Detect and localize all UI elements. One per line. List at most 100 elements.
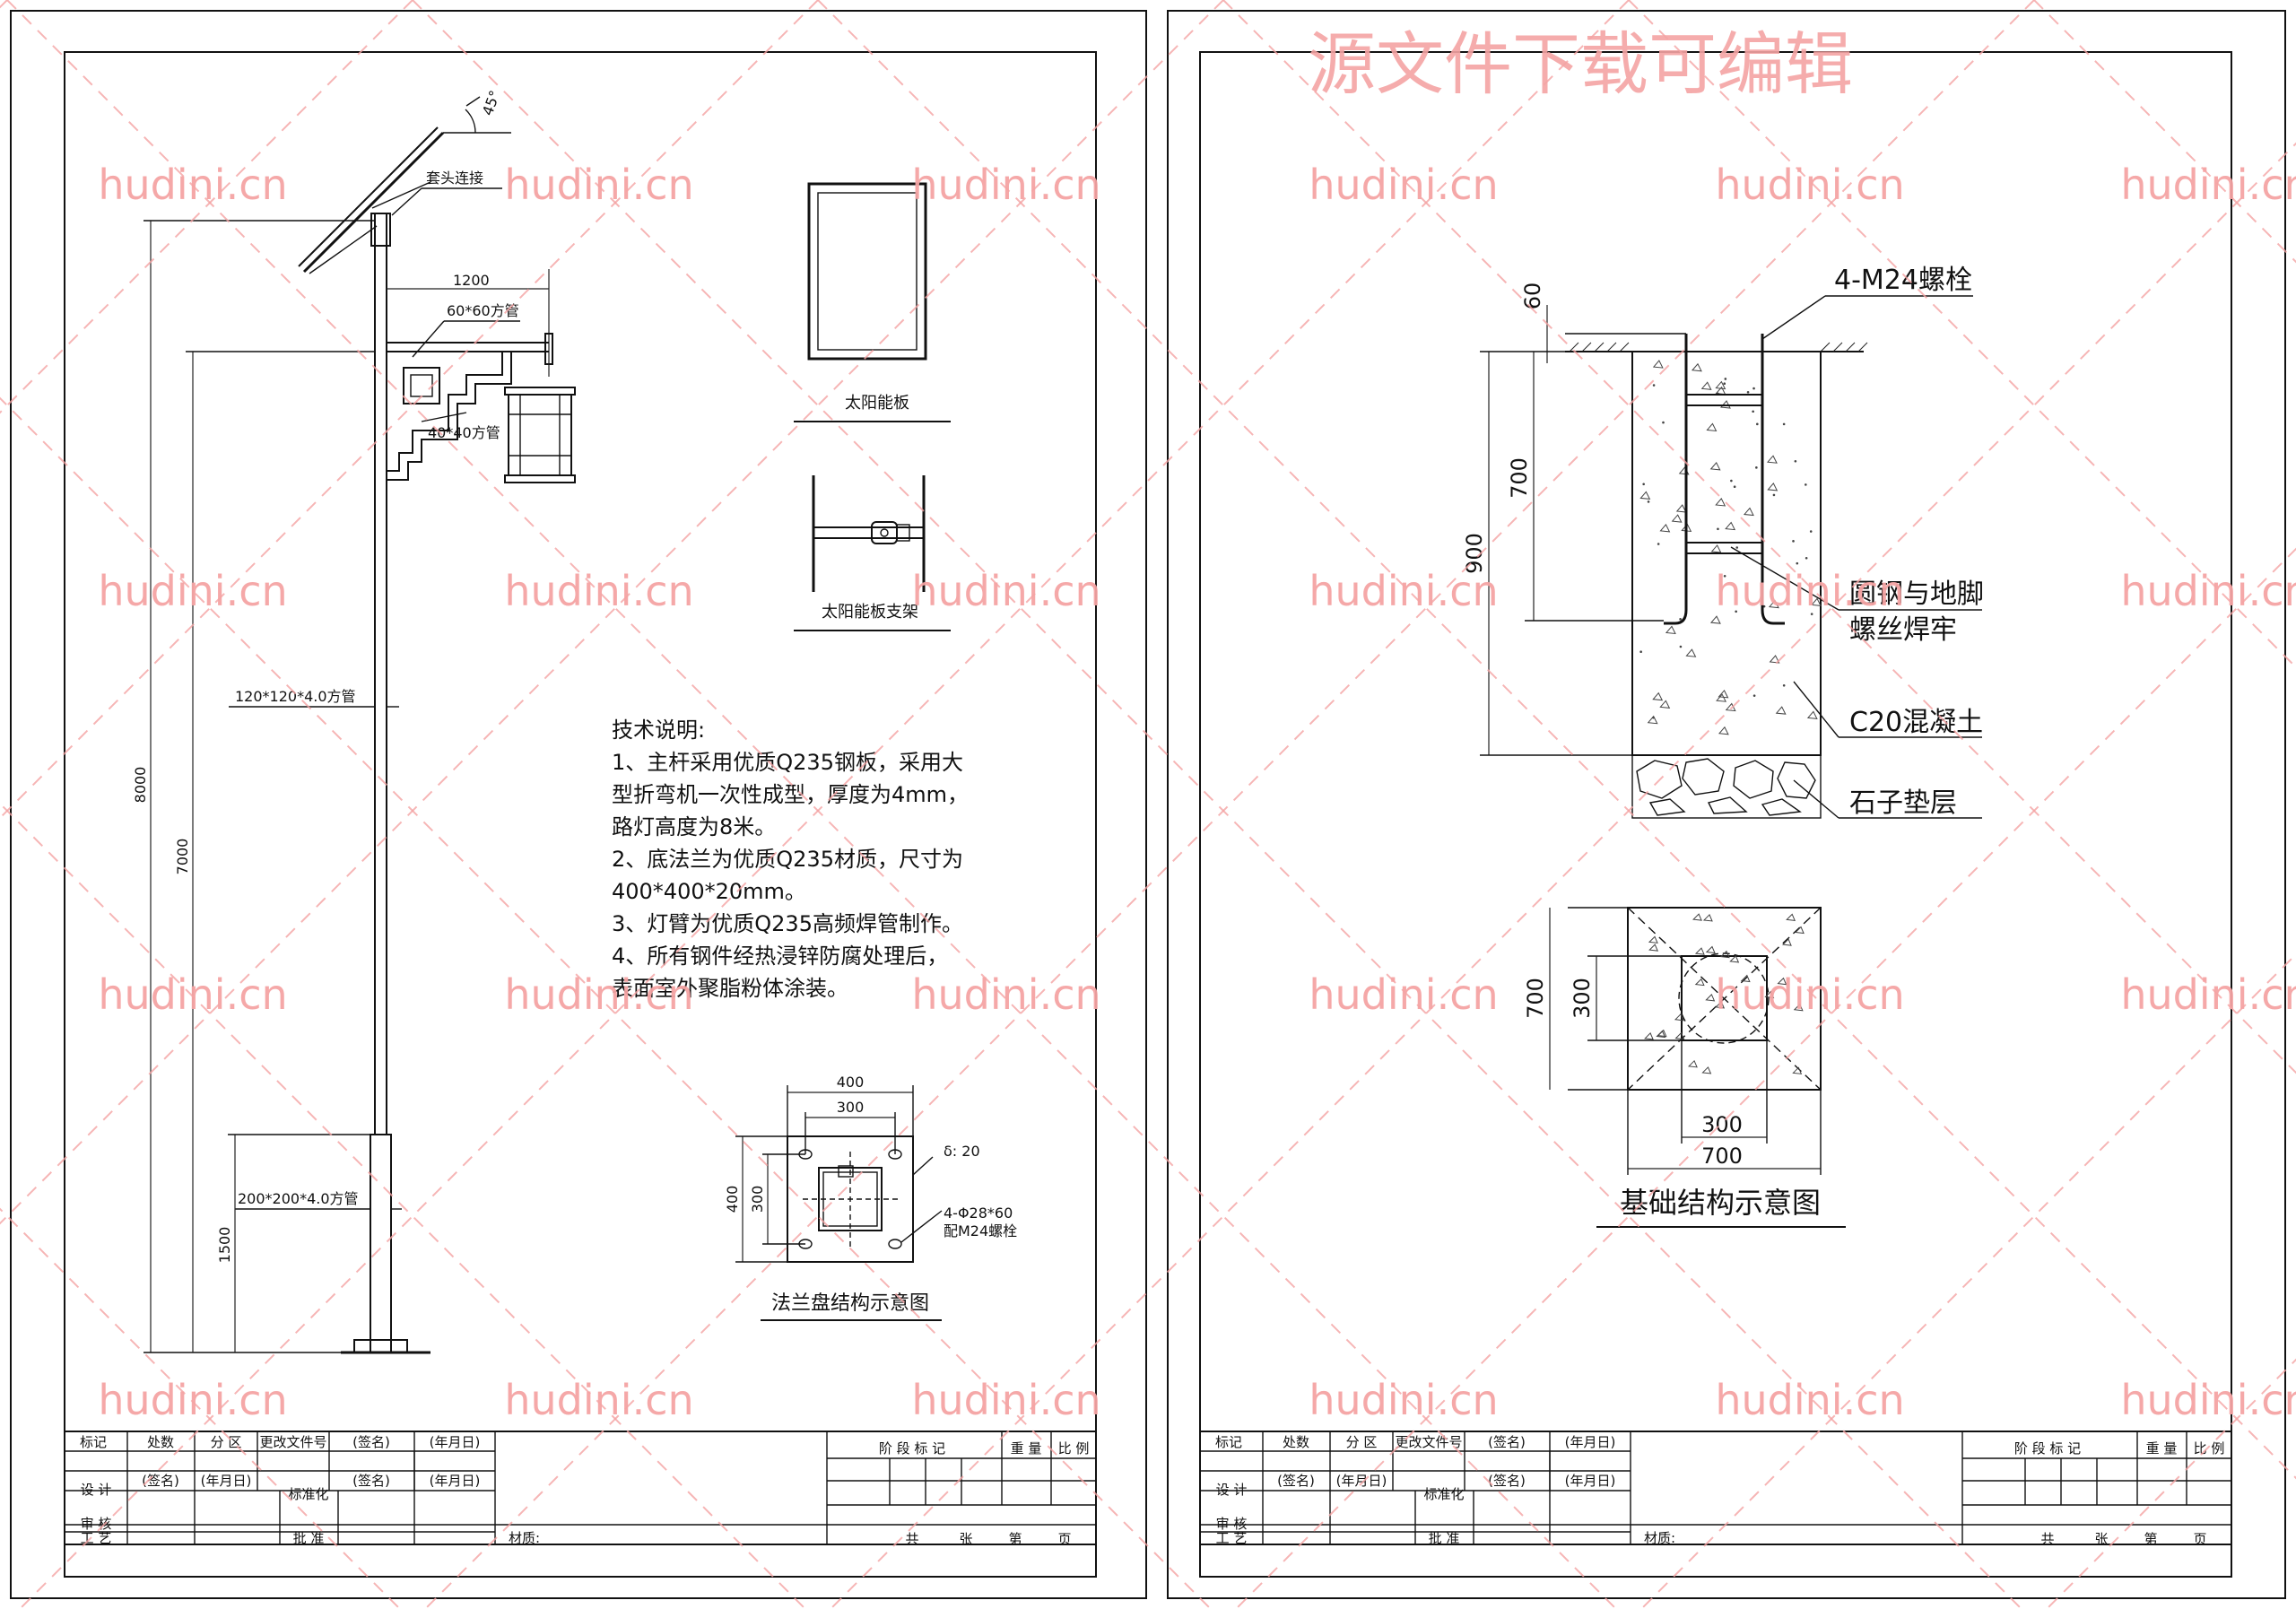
angle-label: 45°: [479, 88, 504, 117]
watermark-site-text: hudini.cn: [1309, 1376, 1498, 1424]
tb-approve: 批 准: [293, 1530, 325, 1546]
flange-detail: 400 300 400 300 δ: 20 4-Φ28*60 配M24螺栓 法兰…: [724, 1074, 1017, 1321]
solar-panel-label: 太阳能板: [845, 394, 909, 413]
dim-total-height: 8000: [132, 767, 149, 804]
tb-standard-date: (年月日): [430, 1473, 481, 1489]
tb-design: 设 计: [1216, 1482, 1248, 1498]
watermark-site-text: hudini.cn: [504, 567, 693, 615]
weld-label-2: 螺丝焊牢: [1849, 614, 1957, 646]
flange-title: 法兰盘结构示意图: [771, 1292, 929, 1315]
plan-outer-width: 700: [1701, 1144, 1743, 1169]
base-tube-label: 200*200*4.0方管: [238, 1190, 359, 1207]
watermark-site-text: hudini.cn: [911, 161, 1100, 209]
arm-length-dim: 1200: [453, 272, 490, 289]
tb-standard: 标准化: [288, 1486, 328, 1502]
tb-material: 材质:: [1644, 1530, 1675, 1546]
watermark-title: 源文件下载可编辑: [1308, 24, 1853, 104]
tb-design: 设 计: [81, 1482, 112, 1498]
tb-sign: (签名): [352, 1434, 390, 1450]
watermark-site-text: hudini.cn: [911, 1376, 1100, 1424]
tb-mark: 标记: [80, 1434, 107, 1450]
tech-note-line: 表面室外聚脂粉体涂装。: [612, 976, 848, 1001]
tb-sheet: 张: [2094, 1531, 2108, 1547]
pole-elevation: 45° 套头连接 1200 60*60方管 40*40方管: [132, 88, 576, 1354]
watermark-site-text: hudini.cn: [1715, 567, 1904, 615]
tb-doc-no: 更改文件号: [259, 1434, 326, 1450]
tb-page: 页: [2193, 1531, 2206, 1547]
tb-sheet: 张: [959, 1531, 972, 1547]
watermark-site-text: hudini.cn: [1715, 970, 1904, 1019]
flange-outer-width: 400: [837, 1074, 865, 1091]
tech-notes-heading: 技术说明:: [612, 718, 705, 743]
title-block-right: 标记处数分 区更改文件号(签名)(年月日)设 计(签名)(年月日)标准化(签名)…: [1199, 1431, 2231, 1547]
tb-material: 材质:: [509, 1530, 540, 1546]
tb-craft: 工 艺: [1216, 1530, 1248, 1546]
watermark-site-text: hudini.cn: [1309, 970, 1498, 1019]
watermark-site-text: hudini.cn: [2120, 1376, 2296, 1424]
tb-total: 共: [905, 1531, 918, 1547]
tb-review: 审 核: [81, 1516, 112, 1532]
tb-weight: 重 量: [1011, 1440, 1042, 1457]
watermark-site-text: hudini.cn: [504, 1376, 693, 1424]
watermark-site-text: hudini.cn: [98, 567, 287, 615]
tb-page: 页: [1057, 1531, 1071, 1547]
foundation-title: 基础结构示意图: [1620, 1186, 1821, 1220]
tb-scale: 比 例: [2194, 1440, 2225, 1457]
flange-holes: 4-Φ28*60: [944, 1205, 1013, 1222]
tb-zone: 分 区: [1346, 1434, 1378, 1450]
concrete-label: C20混凝土: [1849, 707, 1983, 738]
tb-design-date: (年月日): [1336, 1473, 1387, 1489]
tb-standard-sign: (签名): [1488, 1473, 1526, 1489]
tb-count: 处数: [1283, 1434, 1309, 1450]
tb-review: 审 核: [1216, 1516, 1248, 1532]
gravel-layer: [1636, 758, 1816, 816]
watermark-site-text: hudini.cn: [2120, 567, 2296, 615]
flange-inner-height: 300: [749, 1186, 766, 1213]
tech-note-line: 型折弯机一次性成型，厚度为4mm，: [612, 782, 969, 807]
tb-weight: 重 量: [2146, 1440, 2178, 1457]
tech-note-line: 1、主杆采用优质Q235钢板，采用大: [612, 750, 963, 775]
panel-bracket-detail: 太阳能板支架: [794, 475, 951, 631]
dim-bolt-depth: 700: [1507, 457, 1532, 499]
watermark-texts: hudini.cn hudini.cn hudini.cn hudini.cn hudi…: [98, 161, 2296, 1424]
watermark-site-text: hudini.cn: [2120, 161, 2296, 209]
tb-craft: 工 艺: [81, 1530, 112, 1546]
sheet-borders: [10, 10, 2286, 1599]
flange-thickness: δ: 20: [944, 1143, 980, 1160]
upper-tube-label: 60*60方管: [447, 302, 519, 319]
watermark-site-text: hudini.cn: [2120, 970, 2296, 1019]
tb-approve: 批 准: [1429, 1530, 1460, 1546]
dim-base-height: 1500: [216, 1227, 233, 1264]
tech-notes: 技术说明: 1、主杆采用优质Q235钢板，采用大 型折弯机一次性成型，厚度为4m…: [612, 718, 969, 1001]
tech-note-line: 3、灯臂为优质Q235高频焊管制作。: [612, 911, 963, 936]
watermark-site-text: hudini.cn: [98, 1376, 287, 1424]
plan-outer-height: 700: [1523, 978, 1548, 1019]
title-block-left: 标记处数分 区更改文件号(签名)(年月日)设 计(签名)(年月日)标准化(签名)…: [64, 1431, 1096, 1547]
watermark-site-text: hudini.cn: [911, 567, 1100, 615]
tb-standard-sign: (签名): [352, 1473, 390, 1489]
tb-count: 处数: [147, 1434, 174, 1450]
tb-design-sign: (签名): [1277, 1473, 1315, 1489]
plan-inner-height: 300: [1570, 978, 1595, 1019]
tb-page-no: 第: [2144, 1531, 2157, 1547]
main-tube-label: 120*120*4.0方管: [235, 688, 356, 705]
solar-panel-detail: 太阳能板: [794, 182, 951, 422]
tech-note-line: 4、所有钢件经热浸锌防腐处理后，: [612, 944, 948, 969]
flange-bolt-note: 配M24螺栓: [944, 1222, 1017, 1239]
watermark-site-text: hudini.cn: [911, 970, 1100, 1019]
tb-mark: 标记: [1215, 1434, 1242, 1450]
watermark-site-text: hudini.cn: [1715, 161, 1904, 209]
bolt-label: 4-M24螺栓: [1834, 265, 1972, 296]
dim-lamp-height: 7000: [174, 839, 191, 875]
watermark-site-text: hudini.cn: [504, 970, 693, 1019]
gravel-label: 石子垫层: [1849, 787, 1957, 819]
tech-note-line: 2、底法兰为优质Q235材质，尺寸为: [612, 847, 963, 872]
tb-design-date: (年月日): [201, 1473, 252, 1489]
tb-stage-mark: 阶 段 标 记: [2014, 1440, 2081, 1457]
tb-total: 共: [2040, 1531, 2054, 1547]
tb-stage-mark: 阶 段 标 记: [879, 1440, 945, 1457]
weld-label-1: 圆钢与地脚: [1849, 578, 1984, 610]
foundation-plan: 700 300 300 700 基础结构示意图: [1523, 907, 1846, 1228]
